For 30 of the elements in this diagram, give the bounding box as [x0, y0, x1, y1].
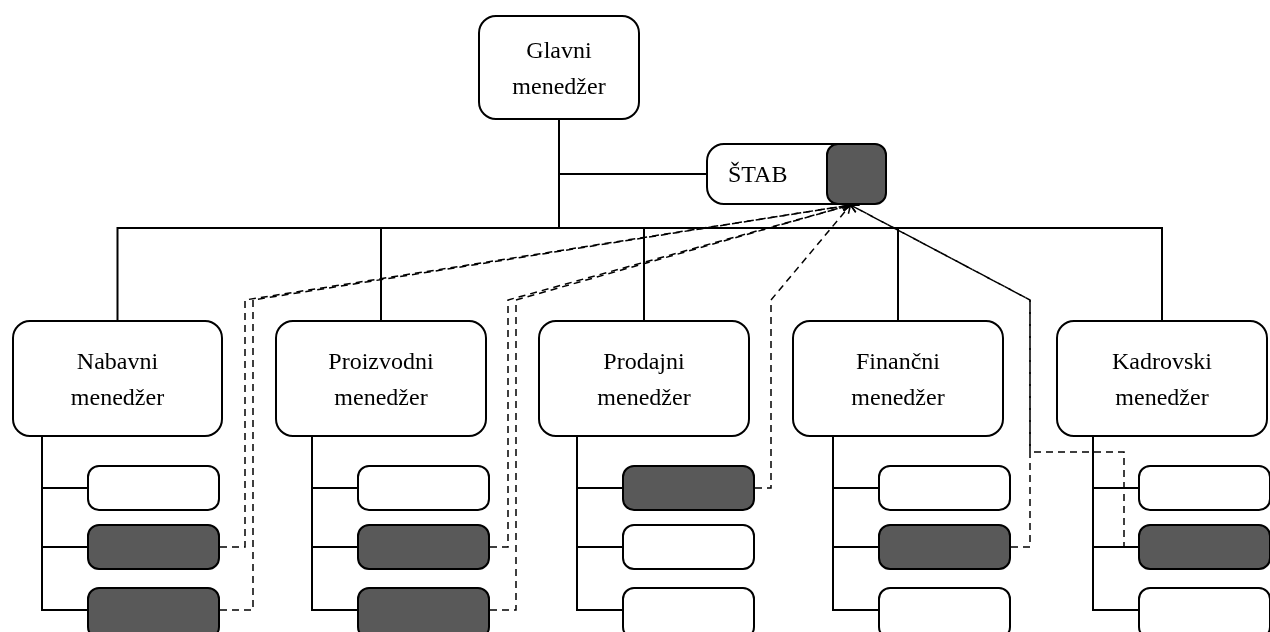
shaded-box [622, 465, 755, 511]
empty-box [878, 465, 1011, 511]
connector-line [311, 436, 358, 611]
connector-line [832, 436, 879, 611]
manager-box: Prodajni menedžer [538, 320, 750, 437]
manager-box: Glavni menedžer [478, 15, 640, 120]
manager-box: Proizvodni menedžer [275, 320, 487, 437]
manager-box: Finančni menedžer [792, 320, 1004, 437]
empty-box [622, 524, 755, 570]
node-label: ŠTAB [728, 160, 788, 189]
manager-box: Kadrovski menedžer [1056, 320, 1268, 437]
empty-box [1138, 465, 1270, 511]
connector-line [576, 436, 623, 611]
shaded-box [878, 524, 1011, 570]
shaded-box [357, 524, 490, 570]
shaded-box [87, 587, 220, 632]
shaded-box [1138, 524, 1270, 570]
empty-box [1138, 587, 1270, 632]
staff-box [706, 143, 887, 205]
shaded-box [826, 143, 887, 205]
dashed-arrow [754, 204, 852, 489]
shaded-box [357, 587, 490, 632]
connector-line [41, 436, 88, 611]
empty-box [622, 587, 755, 632]
shaded-box [87, 524, 220, 570]
empty-box [357, 465, 490, 511]
manager-box: Nabavni menedžer [12, 320, 223, 437]
empty-box [878, 587, 1011, 632]
connector-line [1092, 436, 1139, 611]
empty-box [87, 465, 220, 511]
